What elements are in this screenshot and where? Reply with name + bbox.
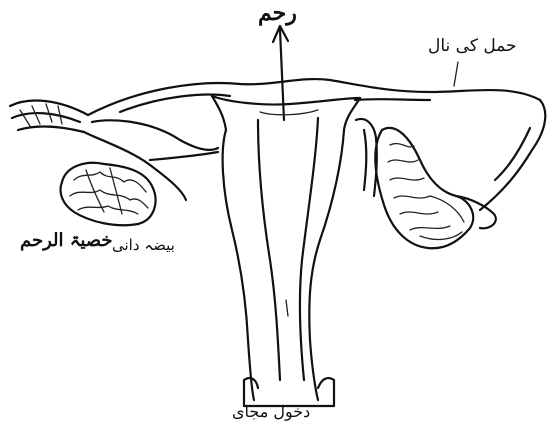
tube-label-leader bbox=[454, 62, 458, 86]
right-ovarian-ligament bbox=[356, 119, 377, 196]
ovary-label-urdu: بیضہ دانی bbox=[112, 238, 175, 253]
fallopian-tube-label: حمل کی نال bbox=[428, 38, 517, 55]
uterus-body bbox=[212, 96, 360, 400]
ovary-label-arabic: خصیۃ الرحم bbox=[20, 232, 113, 250]
left-fimbriae bbox=[10, 100, 88, 132]
vagina-label: دخول مجای bbox=[232, 404, 310, 420]
left-ovary bbox=[61, 163, 156, 225]
right-ovary bbox=[375, 128, 496, 248]
left-tube-descending bbox=[84, 120, 218, 200]
uterus-label: رحم bbox=[258, 2, 297, 24]
uterus-pointer-arrow bbox=[273, 26, 288, 120]
